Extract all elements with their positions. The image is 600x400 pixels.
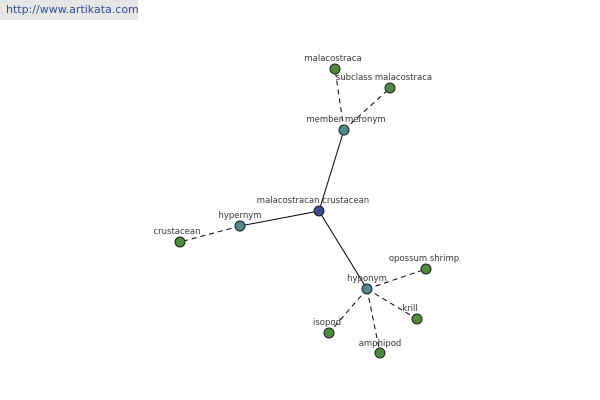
nodes-layer: malacostracan crustacean member meronym hy… bbox=[153, 54, 459, 359]
node-member-meronym[interactable]: member meronym bbox=[306, 115, 386, 136]
node-subclass-malacostraca[interactable]: subclass malacostraca bbox=[336, 73, 432, 94]
node-circle-isopod[interactable] bbox=[323, 327, 335, 339]
edge-member-meronym-subclass-malacostraca bbox=[343, 87, 391, 131]
edge-center-member-meronym bbox=[318, 129, 345, 212]
node-circle-member-meronym[interactable] bbox=[338, 124, 350, 136]
edge-center-hyponym bbox=[318, 210, 368, 290]
edge-member-meronym-malacostraca bbox=[334, 68, 345, 131]
node-label-amphipod[interactable]: amphipod bbox=[359, 339, 402, 349]
node-circle-center[interactable] bbox=[313, 205, 325, 217]
edge-hyponym-amphipod bbox=[366, 288, 381, 354]
node-crustacean[interactable]: crustacean bbox=[153, 227, 201, 248]
node-hypernym[interactable]: hypernym bbox=[218, 211, 262, 232]
node-center[interactable]: malacostracan crustacean bbox=[257, 196, 369, 217]
node-hyponym[interactable]: hyponym bbox=[347, 274, 387, 295]
node-circle-hyponym[interactable] bbox=[361, 283, 373, 295]
node-circle-subclass-malacostraca[interactable] bbox=[384, 82, 396, 94]
site-url-link[interactable]: http://www.artikata.com bbox=[0, 0, 139, 20]
node-opossum-shrimp[interactable]: opossum shrimp bbox=[389, 254, 459, 275]
edges-layer bbox=[179, 68, 427, 354]
node-label-opossum-shrimp[interactable]: opossum shrimp bbox=[389, 254, 459, 264]
edge-hyponym-opossum-shrimp bbox=[366, 268, 427, 290]
node-label-hyponym[interactable]: hyponym bbox=[347, 274, 387, 284]
edge-hypernym-crustacean bbox=[179, 225, 241, 243]
node-label-subclass-malacostraca[interactable]: subclass malacostraca bbox=[336, 73, 432, 83]
node-label-hypernym[interactable]: hypernym bbox=[218, 211, 261, 221]
node-label-krill[interactable]: krill bbox=[402, 304, 418, 314]
node-label-member-meronym[interactable]: member meronym bbox=[306, 115, 385, 125]
node-circle-krill[interactable] bbox=[411, 313, 423, 325]
node-circle-amphipod[interactable] bbox=[374, 347, 386, 359]
node-isopod[interactable]: isopod bbox=[313, 318, 341, 339]
node-circle-opossum-shrimp[interactable] bbox=[420, 263, 432, 275]
node-malacostraca[interactable]: malacostraca bbox=[304, 54, 362, 75]
node-amphipod[interactable]: amphipod bbox=[359, 339, 402, 359]
node-label-isopod[interactable]: isopod bbox=[313, 318, 341, 328]
edge-hyponym-krill bbox=[366, 288, 418, 320]
node-circle-hypernym[interactable] bbox=[234, 220, 246, 232]
node-circle-malacostraca[interactable] bbox=[329, 63, 341, 75]
node-krill[interactable]: krill bbox=[402, 304, 423, 325]
node-circle-crustacean[interactable] bbox=[174, 236, 186, 248]
node-label-crustacean[interactable]: crustacean bbox=[153, 227, 200, 237]
node-label-center[interactable]: malacostracan crustacean bbox=[257, 196, 369, 206]
edge-center-hypernym bbox=[239, 210, 320, 227]
edge-hyponym-isopod bbox=[328, 288, 368, 334]
node-label-malacostraca[interactable]: malacostraca bbox=[304, 54, 361, 64]
